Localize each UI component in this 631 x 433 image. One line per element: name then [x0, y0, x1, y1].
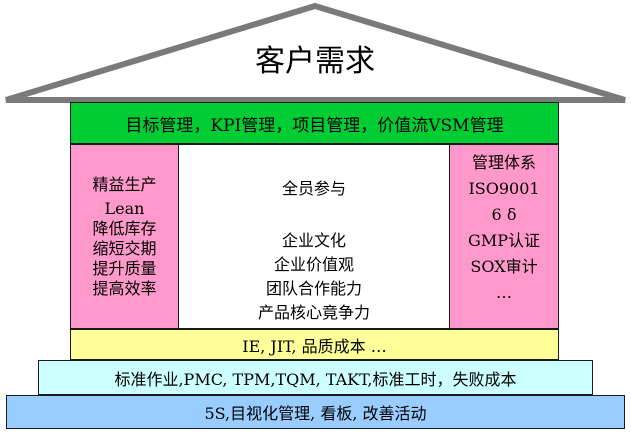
- left-pillar-line: 缩短交期: [92, 239, 157, 258]
- roof: [5, 2, 626, 103]
- right-pillar-line: 6 δ: [491, 205, 517, 224]
- right-pillar-line: GMP认证: [468, 231, 540, 250]
- foundation-5s: 5S,目视化管理, 看板, 改善活动: [6, 395, 625, 429]
- foundation-5s-text: 5S,目视化管理, 看板, 改善活动: [204, 404, 427, 423]
- center-line: 团队合作能力: [265, 279, 362, 298]
- left-pillar: 精益生产 Lean 降低库存 缩短交期 提升质量 提高效率: [70, 144, 179, 329]
- foundation-ie-jit: IE, JIT, 品质成本 …: [70, 329, 559, 360]
- center-line: 企业文化: [281, 231, 346, 250]
- foundation-standard-work-text: 标准作业,PMC, TPM,TQM, TAKT,标准工时，失败成本: [114, 369, 517, 389]
- right-pillar: 管理体系 ISO9001 6 δ GMP认证 SOX审计 …: [449, 144, 559, 329]
- right-pillar-line: …: [496, 283, 512, 302]
- left-pillar-title: 精益生产: [92, 175, 157, 194]
- center-block: 全员参与 企业文化 企业价值观 团队合作能力 产品核心竟争力: [179, 144, 449, 329]
- left-pillar-line: 提高效率: [92, 279, 157, 298]
- right-pillar-line: ISO9001: [468, 179, 540, 198]
- top-band: 目标管理，KPI管理，项目管理，价值流VSM管理: [70, 102, 559, 144]
- center-line: 产品核心竟争力: [257, 303, 370, 322]
- top-band-text: 目标管理，KPI管理，项目管理，价值流VSM管理: [125, 115, 504, 136]
- center-title: 全员参与: [281, 179, 346, 198]
- left-pillar-line: 提升质量: [92, 259, 157, 278]
- left-pillar-line: Lean: [104, 199, 145, 218]
- left-pillar-line: 降低库存: [92, 219, 157, 238]
- center-line: 企业价值观: [273, 255, 354, 274]
- foundation-ie-jit-text: IE, JIT, 品质成本 …: [242, 336, 387, 356]
- right-pillar-title: 管理体系: [471, 153, 536, 172]
- right-pillar-line: SOX审计: [470, 257, 538, 276]
- foundation-standard-work: 标准作业,PMC, TPM,TQM, TAKT,标准工时，失败成本: [38, 360, 593, 395]
- roof-triangle: [5, 2, 626, 103]
- roof-title: 客户需求: [255, 44, 375, 79]
